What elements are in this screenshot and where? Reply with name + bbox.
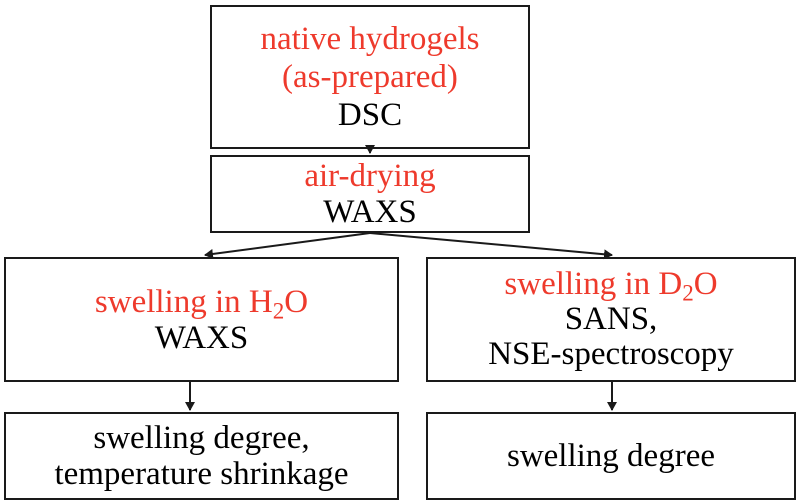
arrow-air-to-d2o [369,232,613,260]
h2o-outcome-line1: swelling degree, [93,420,310,456]
node-swelling-d2o: swelling in D2O SANS, NSE-spectroscopy [426,257,796,382]
arrow-air-to-h2o [204,232,371,259]
swelling-d2o-title: swelling in D2O [504,266,718,306]
native-hydrogels-method: DSC [337,97,403,133]
native-hydrogels-subtitle: (as-prepared) [282,59,458,95]
d2o-outcome-line1: swelling degree [506,438,715,474]
air-drying-method: WAXS [323,194,417,230]
node-air-drying: air-drying WAXS [210,155,530,233]
node-native-hydrogels: native hydrogels (as-prepared) DSC [210,5,530,149]
node-d2o-outcome: swelling degree [426,412,796,500]
swelling-h2o-method: WAXS [154,319,249,356]
node-h2o-outcome: swelling degree, temperature shrinkage [4,412,399,500]
air-drying-title: air-drying [304,158,436,194]
native-hydrogels-title: native hydrogels [260,21,480,57]
swelling-d2o-method-sans: SANS, [564,301,658,337]
swelling-h2o-title: swelling in H2O [94,283,309,323]
node-swelling-h2o: swelling in H2O WAXS [4,257,399,382]
h2o-outcome-line2: temperature shrinkage [54,456,349,492]
swelling-d2o-method-nse: NSE-spectroscopy [488,336,734,372]
